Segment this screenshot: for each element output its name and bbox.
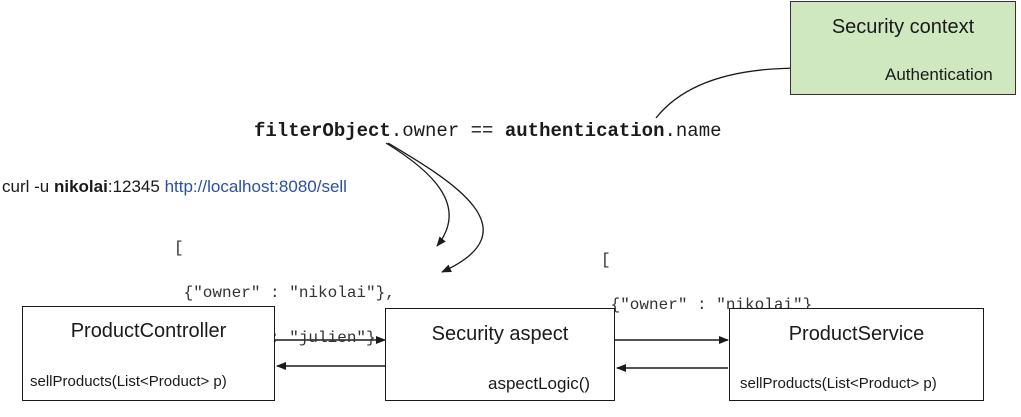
product-controller-method: sellProducts(List<Product> p)	[30, 373, 227, 390]
security-context-box: Security context Authentication	[790, 1, 1016, 95]
product-service-method: sellProducts(List<Product> p)	[740, 375, 937, 392]
curl-password: :12345	[107, 177, 165, 196]
filter-expression: filterObject.owner == authentication.nam…	[254, 120, 722, 142]
authentication-label: Authentication	[885, 65, 993, 84]
filter-to-first-item-arrow	[385, 142, 450, 247]
owner-comparison-token: .owner ==	[390, 120, 505, 142]
curl-request: curl -u nikolai:12345 http://localhost:8…	[2, 177, 347, 197]
curl-prefix: curl -u	[2, 177, 54, 196]
curl-url: http://localhost:8080/sell	[164, 177, 347, 196]
filter-object-token: filterObject	[254, 120, 391, 142]
filter-to-second-item-arrow	[387, 142, 484, 273]
input-list-item-nikolai: {"owner" : "nikolai"},	[174, 283, 395, 302]
output-list-open: [	[601, 250, 611, 269]
product-controller-box: ProductController sellProducts(List<Prod…	[22, 306, 275, 401]
name-token: .name	[664, 120, 722, 142]
product-service-box: ProductService sellProducts(List<Product…	[729, 308, 984, 401]
input-list-open: [	[174, 238, 184, 257]
security-aspect-title: Security aspect	[431, 323, 569, 345]
product-controller-title: ProductController	[70, 320, 227, 342]
curl-user: nikolai	[53, 177, 108, 196]
authentication-token: authentication	[504, 120, 665, 142]
security-aspect-method: aspectLogic()	[488, 374, 591, 393]
security-aspect-box: Security aspect aspectLogic()	[385, 308, 615, 401]
product-service-title: ProductService	[788, 323, 925, 345]
security-context-title: Security context	[831, 16, 975, 38]
